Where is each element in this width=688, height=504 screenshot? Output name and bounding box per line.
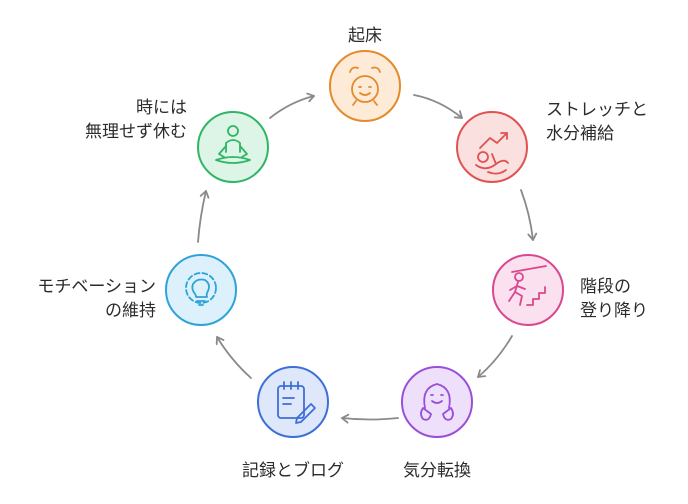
node-wake	[329, 50, 401, 122]
arrow-wake-to-stretch	[413, 94, 463, 119]
node-record	[257, 366, 329, 438]
node-refresh	[401, 366, 473, 438]
cycle-arrows	[197, 92, 538, 424]
arrow-stairs-to-refresh	[477, 335, 513, 378]
node-label-motivation: モチベーション の維持	[37, 275, 156, 323]
arrow-stretch-to-stairs	[520, 189, 538, 241]
label-line: ストレッチと	[546, 100, 648, 120]
node-label-wake: 起床	[340, 24, 390, 48]
label-line: 登り降り	[580, 301, 648, 321]
node-motivation	[165, 254, 237, 326]
alarm-clock-icon	[349, 66, 381, 106]
label-line: 起床	[348, 26, 382, 46]
node-stretch	[456, 111, 528, 183]
label-line: の維持	[105, 301, 156, 321]
label-line: 水分補給	[546, 124, 614, 144]
label-line: 気分転換	[403, 461, 471, 481]
node-stairs	[492, 254, 564, 326]
label-line: 無理せず休む	[85, 122, 187, 142]
node-label-rest: 時には 無理せず休む	[85, 96, 187, 144]
node-label-stretch: ストレッチと 水分補給	[546, 98, 648, 146]
arrow-refresh-to-record	[341, 413, 399, 424]
meditating-person-icon	[215, 125, 251, 164]
node-label-record: 記録とブログ	[213, 459, 373, 483]
smiling-face-icon	[420, 383, 454, 421]
node-label-refresh: 気分転換	[387, 459, 487, 483]
arrow-motivation-to-rest	[197, 190, 210, 243]
label-line: モチベーション	[37, 277, 156, 297]
label-line: 時には	[136, 98, 187, 118]
label-line: 記録とブログ	[242, 461, 344, 481]
arrow-record-to-motivation	[215, 336, 252, 379]
stretching-person-icon	[475, 132, 509, 175]
node-label-stairs: 階段の 登り降り	[580, 275, 648, 323]
notepad-pencil-icon	[277, 381, 316, 424]
node-rest	[197, 111, 269, 183]
stairs-climbing-icon	[508, 265, 547, 306]
lightbulb-gear-icon	[185, 272, 217, 306]
label-line: 階段の	[580, 277, 631, 297]
arrow-rest-to-wake	[269, 92, 315, 119]
